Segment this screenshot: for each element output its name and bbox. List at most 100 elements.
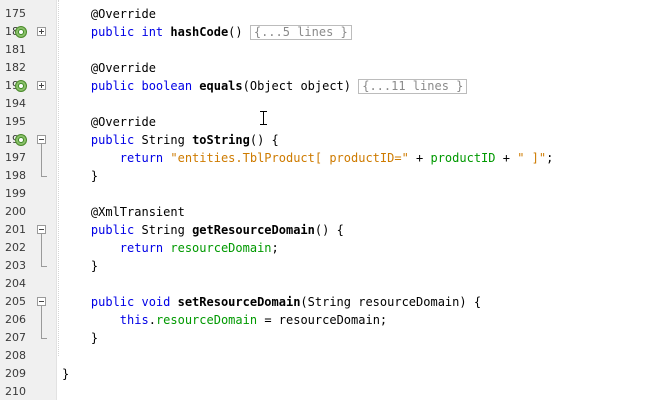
fold-collapse-icon[interactable] <box>37 225 46 234</box>
line-number: 182 <box>5 61 26 74</box>
code-token: String <box>141 133 193 147</box>
code-token: (String resourceDomain) { <box>300 295 482 309</box>
code-text[interactable]: public int hashCode() {...5 lines } <box>62 23 352 41</box>
code-text[interactable]: @Override <box>62 59 156 77</box>
code-line[interactable]: 193 public boolean equals(Object object)… <box>0 77 653 95</box>
code-line[interactable]: 200 @XmlTransient <box>0 203 653 221</box>
line-number: 210 <box>5 385 26 398</box>
code-line[interactable]: 209} <box>0 365 653 383</box>
code-text[interactable]: public String toString() { <box>62 131 279 149</box>
fold-guide-end <box>41 266 47 267</box>
code-token: + <box>495 151 518 165</box>
line-number: 197 <box>5 151 26 164</box>
code-token: public int <box>62 25 171 39</box>
fold-guide-line <box>41 306 42 338</box>
fold-guide-line <box>41 234 42 266</box>
code-line[interactable]: 203 } <box>0 257 653 275</box>
code-text[interactable]: } <box>62 365 69 383</box>
code-token: getResourceDomain <box>192 223 315 237</box>
code-text[interactable]: public boolean equals(Object object) {..… <box>62 77 468 95</box>
line-number: 199 <box>5 187 26 200</box>
code-token: ; <box>271 241 279 255</box>
code-token: ; <box>546 151 554 165</box>
code-line[interactable]: 204 <box>0 275 653 293</box>
collapsed-code-block[interactable]: {...11 lines } <box>358 79 468 94</box>
code-line[interactable]: 201 public String getResourceDomain() { <box>0 221 653 239</box>
code-line[interactable]: 208 <box>0 347 653 365</box>
override-method-icon[interactable] <box>15 134 27 146</box>
code-text[interactable]: @Override <box>62 113 156 131</box>
line-number: 194 <box>5 97 26 110</box>
code-token: return <box>62 241 171 255</box>
code-text[interactable]: public String getResourceDomain() { <box>62 221 344 239</box>
line-number: 198 <box>5 169 26 182</box>
code-text[interactable]: return "entities.TblProduct[ productID="… <box>62 149 554 167</box>
code-token: @XmlTransient <box>62 205 185 219</box>
code-token: equals <box>199 79 243 93</box>
code-token: (Object object) <box>242 79 359 93</box>
code-line[interactable]: 205 public void setResourceDomain(String… <box>0 293 653 311</box>
code-token: toString <box>192 133 250 147</box>
fold-collapse-icon[interactable] <box>37 297 46 306</box>
code-token: . <box>148 313 156 327</box>
fold-guide-end <box>41 338 47 339</box>
code-line[interactable]: 210 <box>0 383 653 401</box>
code-token: public <box>62 223 142 237</box>
code-token: } <box>62 259 99 273</box>
code-text[interactable]: } <box>62 167 98 185</box>
code-text[interactable]: public void setResourceDomain(String res… <box>62 293 481 311</box>
code-line[interactable]: 195 @Override <box>0 113 653 131</box>
code-text[interactable]: this.resourceDomain = resourceDomain; <box>62 311 387 329</box>
code-token: } <box>62 331 99 345</box>
line-number: 175 <box>5 7 26 20</box>
code-token: resourceDomain <box>155 313 258 327</box>
code-token: " ]" <box>517 151 547 165</box>
code-line[interactable]: 207 } <box>0 329 653 347</box>
fold-collapse-icon[interactable] <box>37 135 46 144</box>
text-cursor-icon <box>260 110 267 126</box>
fold-expand-icon[interactable] <box>37 81 46 90</box>
code-line[interactable]: 197 return "entities.TblProduct[ product… <box>0 149 653 167</box>
indent-guide <box>58 0 60 356</box>
code-text[interactable]: return resourceDomain; <box>62 239 279 257</box>
code-line[interactable]: 206 this.resourceDomain = resourceDomain… <box>0 311 653 329</box>
code-text[interactable]: @Override <box>62 5 156 23</box>
code-line[interactable]: 196 public String toString() { <box>0 131 653 149</box>
override-method-icon[interactable] <box>15 26 27 38</box>
code-token: setResourceDomain <box>177 295 301 309</box>
code-text[interactable]: } <box>62 257 98 275</box>
line-number: 209 <box>5 367 26 380</box>
code-line[interactable]: 175 @Override <box>0 5 653 23</box>
code-token: public boolean <box>62 79 200 93</box>
line-number: 207 <box>5 331 26 344</box>
line-number: 204 <box>5 277 26 290</box>
line-number: 208 <box>5 349 26 362</box>
code-token: String <box>141 223 193 237</box>
code-token: public <box>62 133 142 147</box>
code-line[interactable]: 199 <box>0 185 653 203</box>
code-text[interactable]: @XmlTransient <box>62 203 185 221</box>
code-line[interactable]: 194 <box>0 95 653 113</box>
code-token: hashCode <box>170 25 229 39</box>
code-text[interactable]: } <box>62 329 98 347</box>
code-token: return <box>62 151 171 165</box>
code-token: } <box>62 367 70 381</box>
code-token: () <box>228 25 250 39</box>
code-token: @Override <box>62 7 156 21</box>
code-line[interactable]: 198 } <box>0 167 653 185</box>
override-method-icon[interactable] <box>15 80 27 92</box>
code-token: = resourceDomain; <box>257 313 388 327</box>
code-token: + <box>408 151 431 165</box>
code-line[interactable]: 182 @Override <box>0 59 653 77</box>
line-number: 200 <box>5 205 26 218</box>
code-token: this <box>62 313 149 327</box>
code-line[interactable]: 181 <box>0 41 653 59</box>
fold-expand-icon[interactable] <box>37 27 46 36</box>
code-token: @Override <box>62 61 156 75</box>
collapsed-code-block[interactable]: {...5 lines } <box>249 25 352 40</box>
code-line[interactable]: 180 public int hashCode() {...5 lines } <box>0 23 653 41</box>
code-line[interactable]: 202 return resourceDomain; <box>0 239 653 257</box>
code-token: () { <box>249 133 279 147</box>
editor-gutter <box>0 0 57 400</box>
